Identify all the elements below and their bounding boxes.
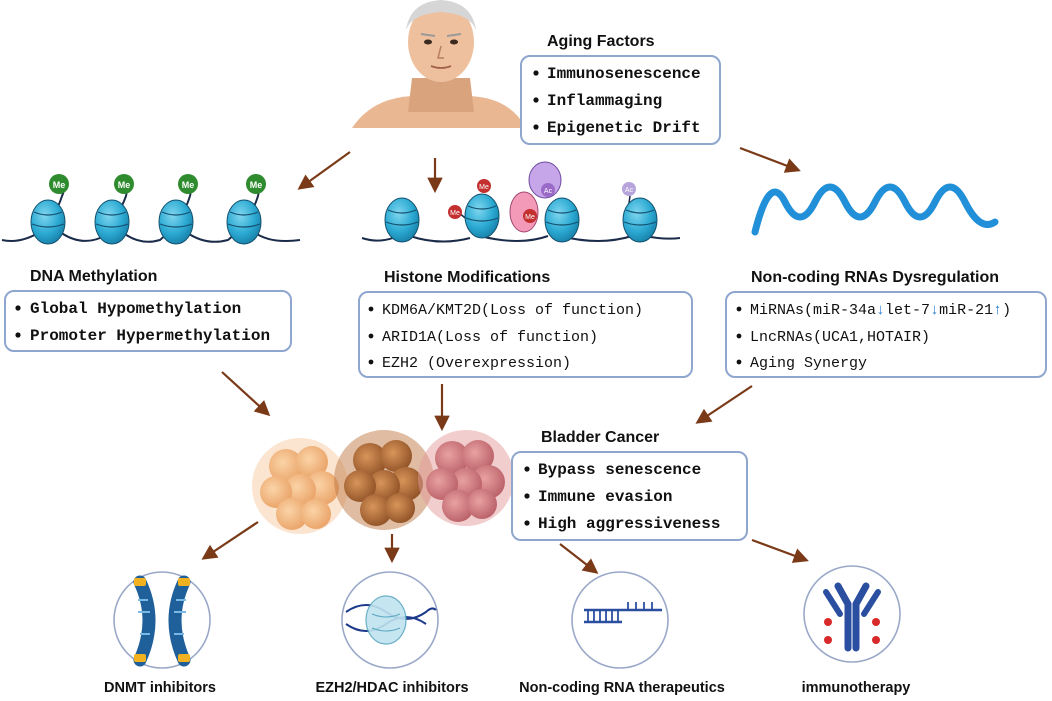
histone-item-3: EZH2 (Overexpression) xyxy=(382,355,571,372)
antibody-icon xyxy=(803,565,901,663)
ncrna-item-2: LncRNAs(UCA1,HOTAIR) xyxy=(750,329,930,346)
ncrna-box xyxy=(725,291,1047,378)
bladder-cancer-box xyxy=(511,451,748,541)
dna-methylation-heading: DNA Methylation xyxy=(30,268,157,285)
arrow-ncrna-to-bladder xyxy=(695,385,753,424)
arrow-dna-methylation-to-cancer xyxy=(221,371,271,417)
aging-item-1: Immunosenescence xyxy=(547,65,701,83)
therapy-label-dnmt: DNMT inhibitors xyxy=(104,680,216,696)
bladder-cancer-heading: Bladder Cancer xyxy=(541,429,659,446)
svg-text:Me: Me xyxy=(182,180,195,190)
methyl-mark-icon: Me xyxy=(477,179,491,193)
therapy-label-ncrna: Non-coding RNA therapeutics xyxy=(519,680,725,696)
bladder-item-1: Bypass senescence xyxy=(538,461,701,479)
ncrna-item-3: Aging Synergy xyxy=(750,355,867,372)
methyl-mark-icon: Me xyxy=(523,209,537,223)
therapy-label-immunotherapy: immunotherapy xyxy=(802,680,911,696)
bladder-item-2: Immune evasion xyxy=(538,488,672,506)
svg-text:Ac: Ac xyxy=(625,187,634,194)
arrow-to-dnmt xyxy=(201,521,259,560)
cancer-cells-illustration xyxy=(252,430,514,534)
bladder-item-3: High aggressiveness xyxy=(538,515,720,533)
arrow-to-dna-methylation xyxy=(297,151,351,190)
elderly-person-illustration xyxy=(352,0,526,128)
aging-item-2: Inflammaging xyxy=(547,92,662,110)
acetyl-mark-icon: Ac xyxy=(541,183,555,197)
dna-methylation-box xyxy=(4,290,292,352)
dnmt-chromosome-icon xyxy=(113,571,211,669)
histone-chromatin-illustration: Me Me Me Ac Ac xyxy=(361,161,681,243)
svg-text:Me: Me xyxy=(53,180,66,190)
rna-wave-icon xyxy=(751,183,999,236)
ncrna-heading: Non-coding RNAs Dysregulation xyxy=(751,269,999,286)
histone-item-2: ARID1A(Loss of function) xyxy=(382,329,598,346)
svg-text:Me: Me xyxy=(250,180,263,190)
histone-box xyxy=(358,291,693,378)
svg-text:Me: Me xyxy=(450,210,460,217)
histone-item-1: KDM6A/KMT2D(Loss of function) xyxy=(382,302,643,319)
aging-factors-box xyxy=(520,55,721,145)
dna-methylation-item-2: Promoter Hypermethylation xyxy=(30,327,270,345)
svg-text:Ac: Ac xyxy=(544,188,553,195)
methyl-mark-icon: Me xyxy=(178,174,198,194)
methyl-mark-icon: Me xyxy=(246,174,266,194)
histone-heading: Histone Modifications xyxy=(384,269,550,286)
dna-methylation-chromatin-illustration: Me Me Me Me xyxy=(1,174,301,245)
svg-text:Me: Me xyxy=(118,180,131,190)
methyl-mark-icon: Me xyxy=(114,174,134,194)
methyl-mark-icon: Me xyxy=(448,205,462,219)
aging-item-3: Epigenetic Drift xyxy=(547,119,701,137)
acetyl-mark-icon: Ac xyxy=(622,182,636,196)
svg-text:Me: Me xyxy=(479,184,489,191)
ncrna-item-1: MiRNAs(miR-34a↓let-7↓miR-21↑) xyxy=(750,302,1011,319)
rna-therapeutic-icon xyxy=(571,571,669,669)
therapy-label-ezh2-hdac: EZH2/HDAC inhibitors xyxy=(315,680,468,696)
arrow-to-ncrna xyxy=(739,146,801,173)
methyl-mark-icon: Me xyxy=(49,174,69,194)
svg-text:Me: Me xyxy=(525,214,535,221)
dna-methylation-item-1: Global Hypomethylation xyxy=(30,300,241,318)
ezh2-hdac-nucleosome-icon xyxy=(341,571,439,669)
aging-factors-heading: Aging Factors xyxy=(547,33,655,50)
arrow-to-immunotherapy xyxy=(751,538,809,563)
arrow-to-ncrna-therapeutics xyxy=(559,543,599,574)
